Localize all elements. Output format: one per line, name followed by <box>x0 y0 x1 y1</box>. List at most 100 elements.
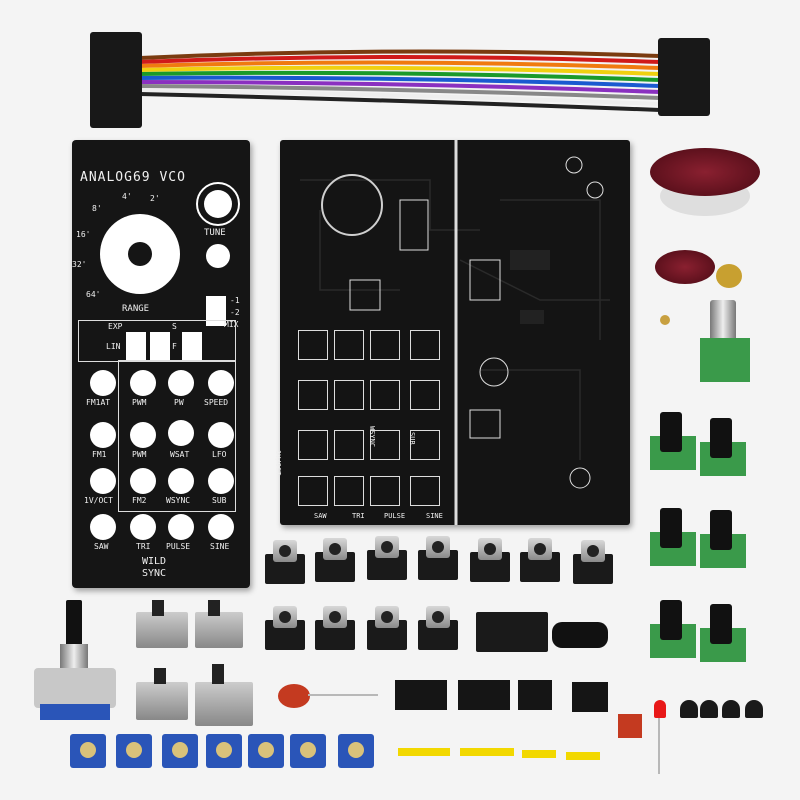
switch-box-outline <box>78 320 236 362</box>
jack-socket <box>367 536 407 580</box>
rotary-switch-terminals <box>40 704 110 720</box>
transistor <box>680 700 698 718</box>
jack-hole <box>208 422 234 448</box>
jack-label: FM1AT <box>86 398 111 407</box>
trimmer <box>206 734 242 768</box>
tune-label: TUNE <box>204 228 226 238</box>
footer-wild: WILD <box>142 556 167 567</box>
encoder-shaft <box>710 300 736 342</box>
jack-label: SAW <box>94 542 109 551</box>
jack-socket <box>265 606 305 650</box>
pcb-jack-footprint <box>410 380 440 410</box>
film-capacitor <box>278 684 310 708</box>
mode-switch-slot <box>206 296 226 326</box>
jack-label: PULSE <box>166 542 191 551</box>
jack-hole <box>208 468 234 494</box>
octave-label: 4' <box>122 192 132 201</box>
jack-label: WSYNC <box>166 496 191 505</box>
toggle-switch-lever <box>208 600 220 616</box>
s-label: S <box>172 322 177 331</box>
pcb-label: 1V/OCT <box>274 450 282 476</box>
transistor <box>700 700 718 718</box>
potentiometer <box>700 510 746 590</box>
jack-label: FM1 <box>92 450 107 459</box>
pcb-jack-footprint <box>410 430 440 460</box>
jack-hole <box>130 468 156 494</box>
pin-header-male <box>460 748 514 756</box>
footer-sync: SYNC <box>142 568 167 579</box>
ribbon-connector-left <box>90 32 142 128</box>
pin-header-male <box>566 752 600 760</box>
jack-socket <box>418 536 458 580</box>
front-panel: ANALOG69 VCO TUNE 8' 4' 2' 16' 32' 64' R… <box>72 140 250 588</box>
octave-label: 32' <box>72 260 87 269</box>
led <box>654 700 666 718</box>
pcb-jack-footprint <box>298 476 328 506</box>
pin-header-female <box>572 682 608 712</box>
jack-socket <box>470 538 510 582</box>
knob <box>655 250 715 284</box>
jack-hole <box>168 468 194 494</box>
potentiometer <box>650 508 696 588</box>
trimmer <box>338 734 374 768</box>
jack-label: WSAT <box>170 450 190 459</box>
pcb-jack-footprint <box>334 380 364 410</box>
toggle-switch <box>136 612 188 648</box>
jack-label: SINE <box>210 542 230 551</box>
tune-pot-center <box>204 190 232 218</box>
tune-jack-hole <box>206 244 230 268</box>
jack-hole <box>90 514 116 540</box>
jack-hole <box>130 422 156 448</box>
toggle-switch <box>136 682 188 720</box>
toggle-switch-lever <box>152 600 164 616</box>
potentiometer <box>650 412 696 492</box>
octave-label: 2' <box>150 194 160 203</box>
potentiometer <box>700 418 746 498</box>
panel-title: ANALOG69 VCO <box>80 170 186 185</box>
jack-hole <box>168 514 194 540</box>
connector-plug <box>552 622 608 648</box>
encoder-base <box>700 338 750 382</box>
jack-hole <box>168 370 194 396</box>
transistor <box>745 700 763 718</box>
ribbon-cable-wires <box>139 49 661 112</box>
pcb-jack-footprint <box>370 430 400 460</box>
pcb-jack-footprint <box>410 476 440 506</box>
pcb-jack-footprint <box>298 380 328 410</box>
pcb-jack-footprint <box>298 330 328 360</box>
jack-socket <box>573 540 613 584</box>
ceramic-capacitor <box>618 714 642 738</box>
jack-hole <box>130 370 156 396</box>
f-label: F <box>172 342 177 351</box>
jack-socket <box>418 606 458 650</box>
knob-collar <box>716 264 742 288</box>
pcb-jack-footprint <box>298 430 328 460</box>
knob <box>650 148 760 218</box>
pin-header-female <box>395 680 447 710</box>
speed-switch-slot <box>182 332 202 360</box>
octave-label: 64' <box>86 290 101 299</box>
mode-label: -2 <box>230 308 240 317</box>
jack-label: SUB <box>212 496 227 505</box>
sync-switch-slot <box>150 332 170 360</box>
trimmer <box>290 734 326 768</box>
jack-hole <box>130 514 156 540</box>
jack-socket <box>315 606 355 650</box>
pcb-jack-footprint <box>410 330 440 360</box>
octave-label: 8' <box>92 204 102 213</box>
transistor <box>722 700 740 718</box>
trimmer <box>162 734 198 768</box>
trimmer <box>116 734 152 768</box>
rotary-switch-body <box>34 668 116 708</box>
pcb-jack-footprint <box>334 430 364 460</box>
pcb-jack-footprint <box>370 330 400 360</box>
range-knob-shaft-hole <box>128 242 152 266</box>
pcb-label: SINE <box>426 512 443 520</box>
jack-hole <box>90 422 116 448</box>
jack-hole <box>90 468 116 494</box>
jack-hole <box>208 514 234 540</box>
trimmer <box>248 734 284 768</box>
jack-socket <box>520 538 560 582</box>
exp-lin-switch-slot <box>126 332 146 360</box>
pcb-jack-footprint <box>334 476 364 506</box>
